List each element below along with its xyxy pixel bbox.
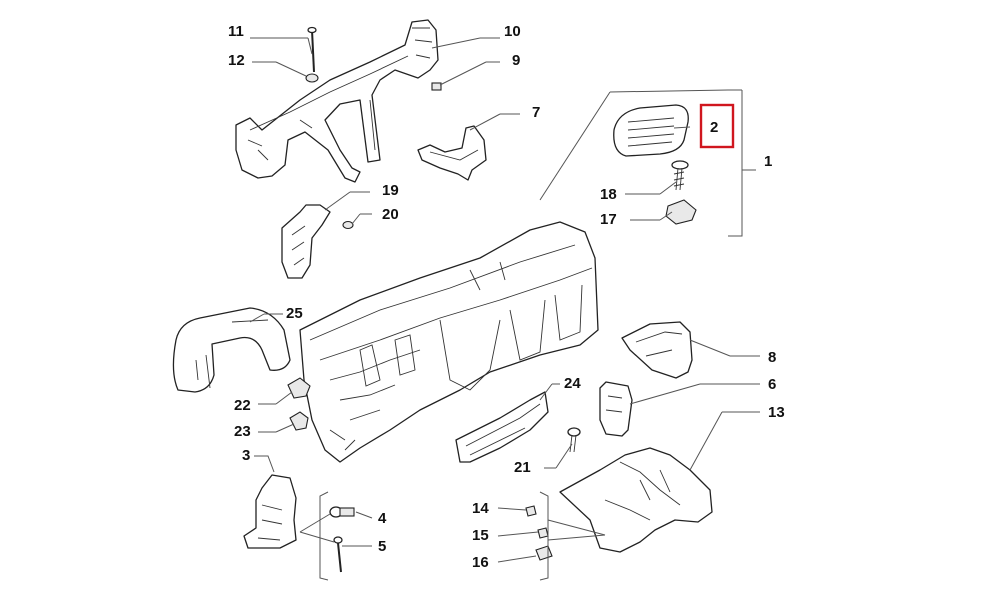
screw-9: [431, 82, 442, 91]
callout-22: 22: [234, 397, 251, 414]
nut-12: [305, 73, 319, 83]
callout-16: 16: [472, 554, 489, 571]
lower-cover-13: [559, 447, 713, 553]
screw-20: [342, 220, 354, 230]
callout-3: 3: [242, 447, 250, 464]
callout-7: 7: [532, 104, 540, 121]
leader-lines: [249, 37, 760, 581]
callout-23: 23: [234, 423, 251, 440]
callout-21: 21: [514, 459, 531, 476]
cross-car-beam: [235, 19, 439, 183]
callout-9: 9: [512, 52, 520, 69]
clip-22: [287, 377, 311, 399]
nut-16: [535, 545, 553, 561]
clip-17: [665, 199, 697, 225]
bracket-7: [417, 125, 487, 181]
pin-5: [333, 536, 343, 573]
trim-cover-8: [621, 321, 693, 379]
callout-17: 17: [600, 211, 617, 228]
callout-15: 15: [472, 527, 489, 544]
bracket-3: [243, 474, 297, 549]
bolt-21: [567, 427, 581, 453]
instrument-cover-24: [455, 391, 549, 463]
screw-4: [329, 506, 355, 518]
bolt-11: [307, 26, 317, 73]
callout-12: 12: [228, 52, 245, 69]
vent-grille-2: [613, 104, 689, 157]
clip-23: [289, 411, 309, 431]
side-bracket-19: [281, 204, 331, 279]
callout-2: 2: [710, 119, 718, 136]
air-duct-25: [172, 307, 291, 393]
callout-4: 4: [378, 510, 387, 527]
side-panel-6: [599, 381, 633, 437]
dashboard-panel-1: [299, 221, 599, 463]
callout-25: 25: [286, 305, 303, 322]
callout-1: 1: [764, 153, 772, 170]
screw-18: [671, 160, 689, 191]
callout-24: 24: [564, 375, 581, 392]
callout-10: 10: [504, 23, 521, 40]
callout-20: 20: [382, 206, 399, 223]
callout-13: 13: [768, 404, 785, 421]
callout-14: 14: [472, 500, 489, 517]
callout-5: 5: [378, 538, 386, 555]
callout-11: 11: [228, 23, 244, 40]
screw-15: [537, 527, 549, 539]
screw-14: [525, 505, 537, 517]
callout-labels: 11 12 10 9 7 2 1 18 17 19 20 25 22 23 8 …: [228, 23, 785, 571]
callout-19: 19: [382, 182, 399, 199]
highlight-box: [699, 103, 735, 149]
callout-18: 18: [600, 186, 617, 203]
callout-6: 6: [768, 376, 776, 393]
callout-8: 8: [768, 349, 776, 366]
